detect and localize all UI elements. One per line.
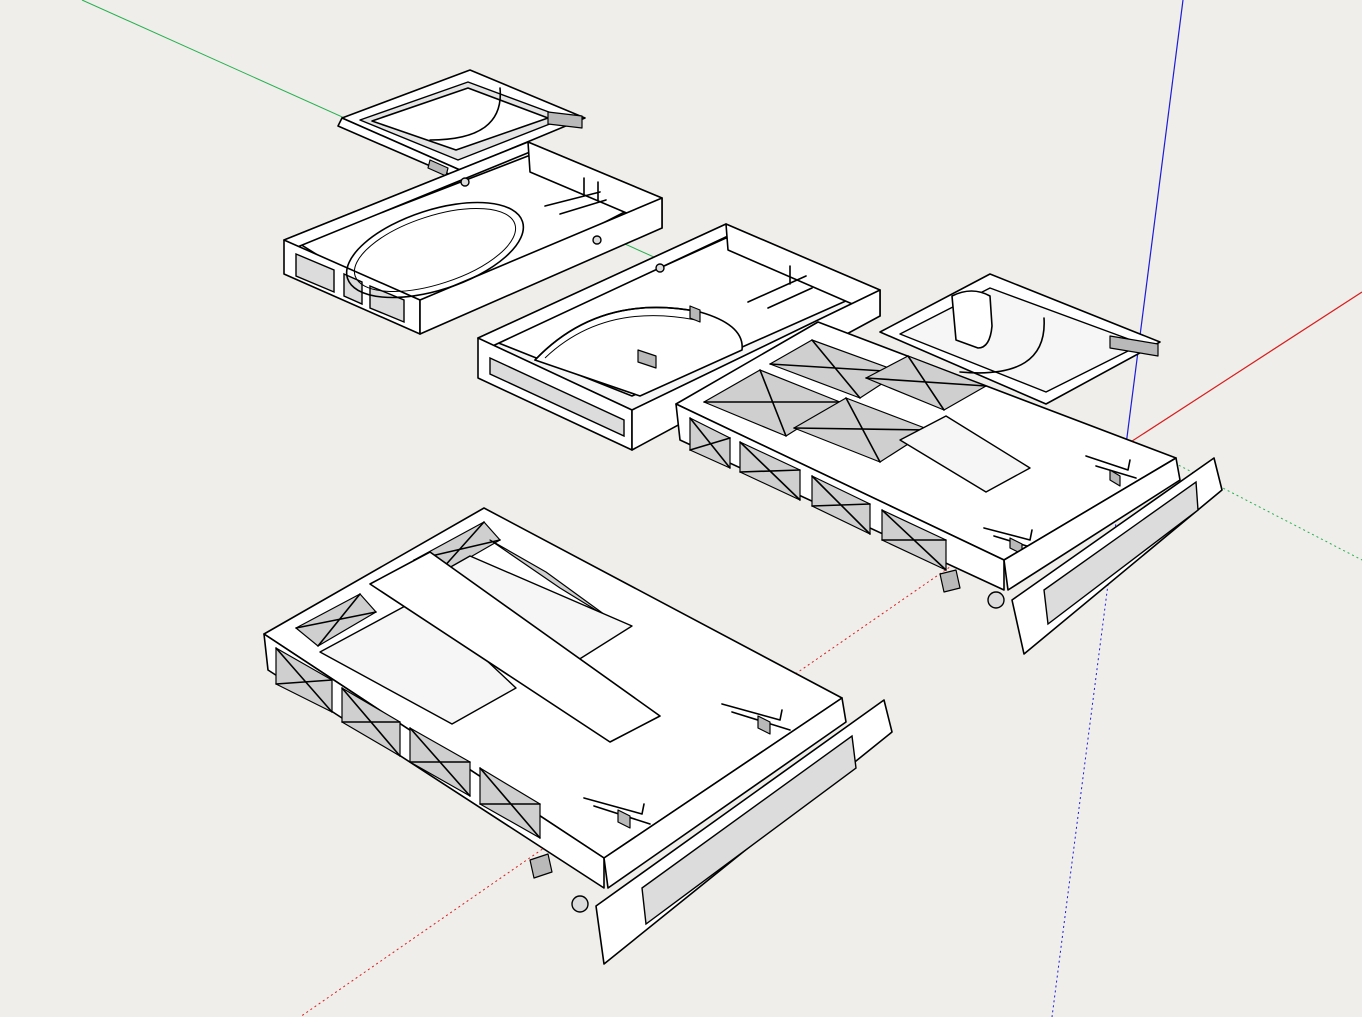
red-axis-solid (1125, 291, 1362, 446)
top-truss (703, 339, 1031, 493)
blue-axis-solid (1125, 0, 1184, 446)
drive-tray-top-cover-right[interactable] (879, 273, 1161, 405)
drive-caddy-truss-front[interactable] (263, 507, 893, 965)
green-axis-dotted (1129, 439, 1362, 561)
side-truss (689, 417, 947, 571)
drive-tray-top-cover[interactable] (337, 69, 586, 179)
drive-caddy-truss-right[interactable] (675, 321, 1223, 655)
drive-tray-shell-small[interactable] (283, 141, 663, 335)
side-truss-front (275, 647, 541, 839)
